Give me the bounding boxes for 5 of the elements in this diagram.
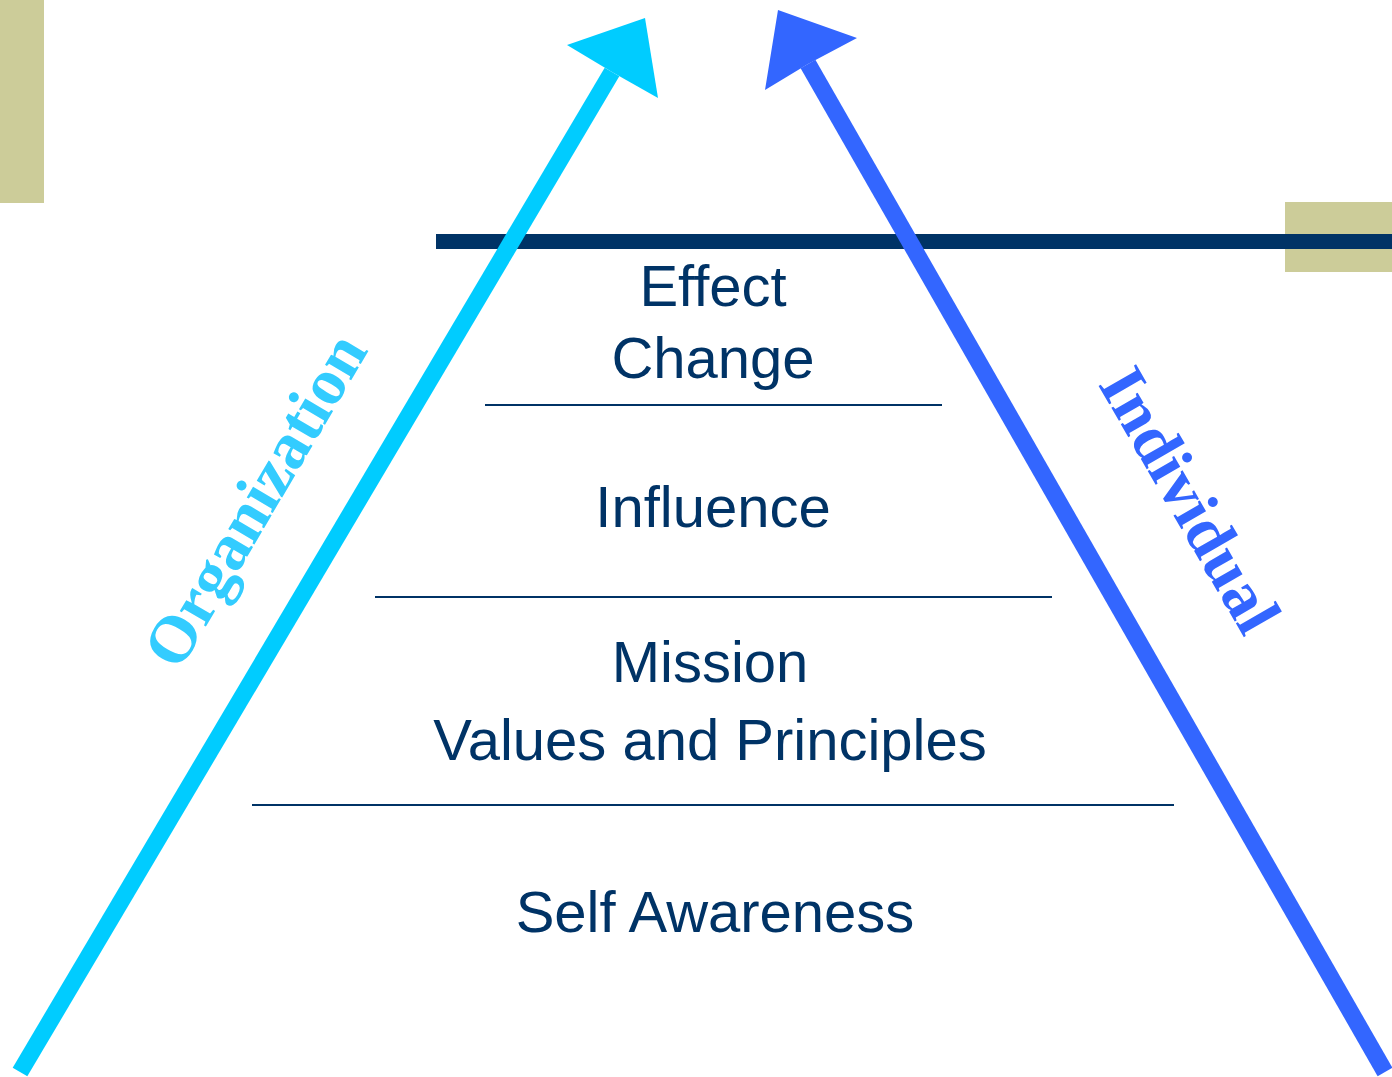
tier-label: Effect Change <box>610 252 816 392</box>
tier-label: Mission <box>611 628 809 696</box>
tier-label: Self Awareness <box>515 878 915 946</box>
tier-label: Values and Principles <box>433 706 987 774</box>
tier-label: Influence <box>595 473 831 541</box>
